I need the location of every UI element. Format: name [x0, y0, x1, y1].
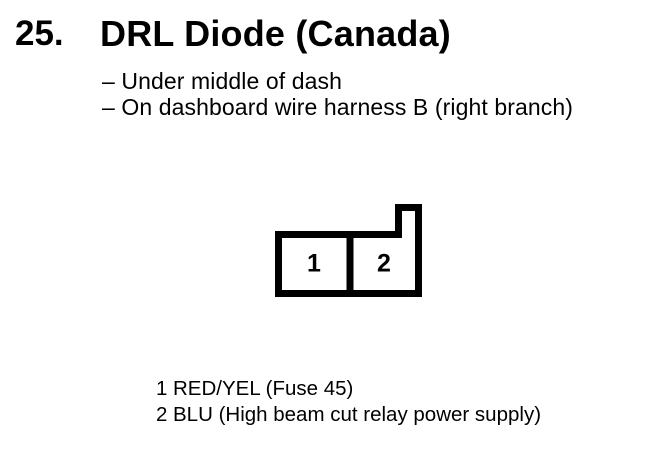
- pin-legend: 1 RED/YEL (Fuse 45) 2 BLU (High beam cut…: [156, 376, 541, 428]
- location-note-2: – On dashboard wire harness B (right bra…: [102, 94, 574, 120]
- legend-pin-number: 1: [156, 377, 168, 400]
- connector-pin-2-label: 2: [377, 249, 391, 278]
- legend-wire-label: RED/YEL (Fuse 45): [173, 377, 354, 400]
- section-number: 25.: [15, 14, 64, 53]
- connector-pin-1-label: 1: [307, 249, 321, 278]
- legend-row-1: 1 RED/YEL (Fuse 45): [156, 376, 541, 402]
- location-note-1: – Under middle of dash: [102, 68, 343, 94]
- location-notes: – Under middle of dash – On dashboard wi…: [102, 68, 573, 120]
- legend-pin-number: 2: [156, 403, 168, 426]
- legend-wire-label: BLU (High beam cut relay power supply): [173, 403, 542, 426]
- page-title: DRL Diode (Canada): [100, 13, 451, 54]
- legend-row-2: 2 BLU (High beam cut relay power supply): [156, 402, 541, 428]
